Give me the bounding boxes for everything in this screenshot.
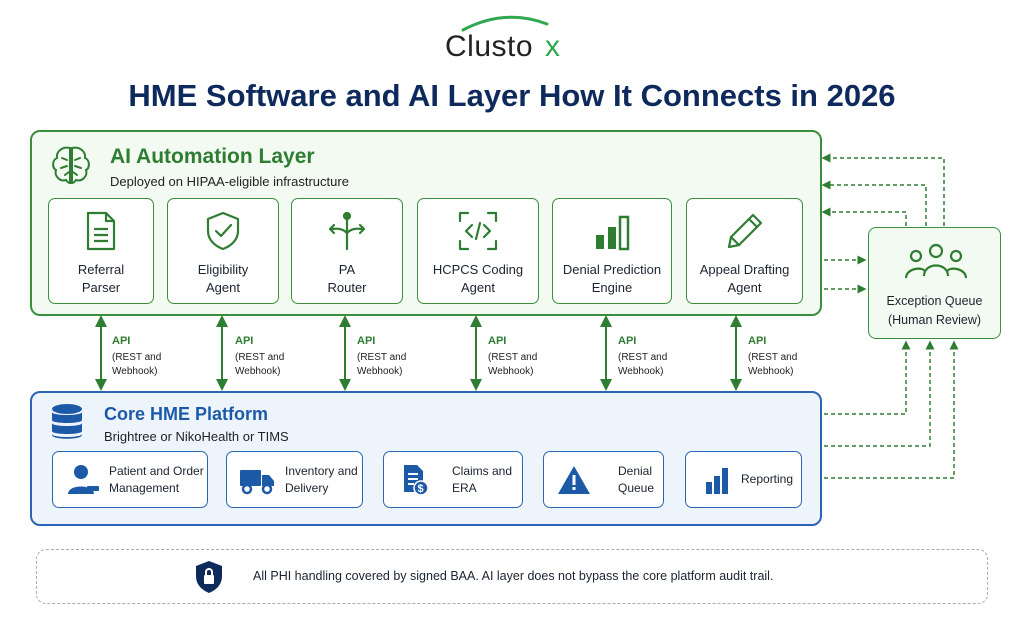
exception-link-1 <box>821 153 945 226</box>
module-denial-queue[interactable]: Denial Queue <box>543 451 664 508</box>
document-icon <box>86 211 116 251</box>
api-label-5: API <box>618 335 637 347</box>
module-claims-era[interactable]: $ Claims and ERA <box>383 451 523 508</box>
agent-hcpcs-coding[interactable]: HCPCS Coding Agent <box>417 198 539 304</box>
agent-referral-parser[interactable]: Referral Parser <box>48 198 154 304</box>
api-sub-4: (REST and Webhook) <box>488 352 538 377</box>
code-brackets-icon <box>458 211 498 251</box>
pencil-icon <box>727 213 762 249</box>
api-label-2: API <box>235 335 254 347</box>
exception-queue-label: Exception Queue (Human Review) <box>886 294 983 327</box>
agent-label: Denial Prediction Engine <box>562 262 662 295</box>
claims-dollar-icon: $ <box>404 465 429 496</box>
api-sub-6: (REST and Webhook) <box>748 352 798 377</box>
agent-denial-prediction[interactable]: Denial Prediction Engine <box>552 198 672 304</box>
module-reporting[interactable]: Reporting <box>685 451 802 508</box>
module-label: Claims and ERA <box>452 464 513 495</box>
warning-icon <box>558 466 590 494</box>
router-arrows-icon <box>328 211 366 251</box>
agent-pa-router[interactable]: PA Router <box>291 198 403 304</box>
agent-eligibility[interactable]: Eligibility Agent <box>167 198 279 304</box>
agent-label: HCPCS Coding Agent <box>432 262 524 295</box>
module-label: Inventory and Delivery <box>285 464 358 495</box>
module-patient-order[interactable]: Patient and Order Management <box>52 451 208 508</box>
api-label-1: API <box>112 335 131 347</box>
api-label-3: API <box>357 335 376 347</box>
agent-appeal-drafting[interactable]: Appeal Drafting Agent <box>686 198 803 304</box>
exception-link-2 <box>821 180 927 226</box>
ai-layer-title: AI Automation Layer <box>110 145 315 168</box>
truck-icon <box>240 470 274 495</box>
api-sub-5: (REST and Webhook) <box>618 352 668 377</box>
user-icon <box>68 465 99 494</box>
api-sub-2: (REST and Webhook) <box>235 352 285 377</box>
agent-label: Appeal Drafting Agent <box>699 262 790 295</box>
api-sub-1: (REST and Webhook) <box>112 352 162 377</box>
agent-label: PA Router <box>327 262 367 295</box>
logo-text: Clusto <box>445 30 534 63</box>
core-platform-title: Core HME Platform <box>104 404 269 424</box>
api-sub-3: (REST and Webhook) <box>357 352 407 377</box>
ai-layer-subtitle: Deployed on HIPAA-eligible infrastructur… <box>110 174 349 189</box>
shield-check-icon <box>206 211 240 251</box>
exception-link-8 <box>824 340 959 479</box>
svg-text:$: $ <box>418 483 424 495</box>
brain-icon <box>52 146 90 185</box>
exception-link-7 <box>824 340 935 447</box>
lock-shield-icon <box>196 561 222 593</box>
database-icon <box>52 404 82 439</box>
clustox-logo: x Clusto <box>445 12 585 68</box>
reporting-chart-icon <box>706 468 728 494</box>
exception-link-3 <box>821 207 907 226</box>
agent-label: Referral Parser <box>77 262 125 295</box>
page-title: HME Software and AI Layer How It Connect… <box>128 78 896 113</box>
exception-link-6 <box>824 340 911 415</box>
module-label: Reporting <box>741 472 794 486</box>
agent-label: Eligibility Agent <box>197 262 249 295</box>
compliance-note-text: All PHI handling covered by signed BAA. … <box>253 569 774 583</box>
bar-chart-icon <box>596 215 630 251</box>
exception-queue[interactable]: Exception Queue (Human Review) <box>868 227 1001 339</box>
api-label-4: API <box>488 335 507 347</box>
core-platform-subtitle: Brightree or NikoHealth or TIMS <box>104 429 289 444</box>
module-inventory-delivery[interactable]: Inventory and Delivery <box>226 451 363 508</box>
people-group-icon <box>904 243 968 279</box>
logo-x-letter: x <box>545 30 560 63</box>
module-label: Patient and Order Management <box>109 464 204 495</box>
api-label-6: API <box>748 335 767 347</box>
module-label: Denial Queue <box>618 464 655 495</box>
compliance-note: All PHI handling covered by signed BAA. … <box>36 549 988 604</box>
